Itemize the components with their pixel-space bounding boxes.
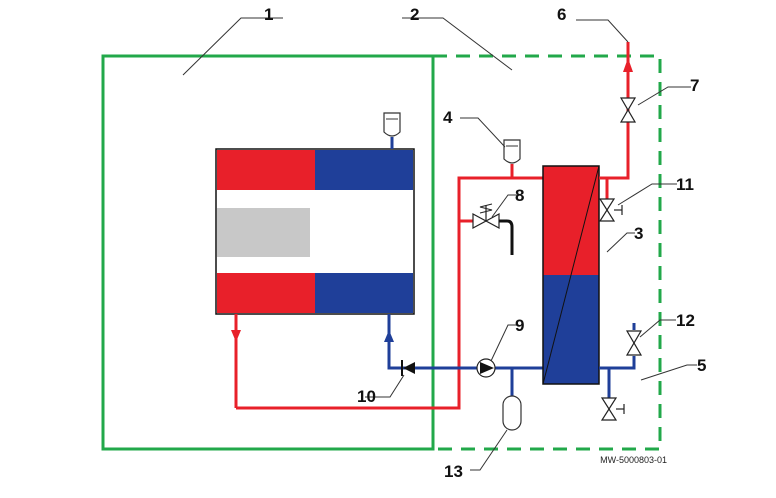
reference-code: MW-5000803-01 [600,455,667,465]
label-13: 13 [444,462,463,481]
secondary-flow-pipe [599,42,633,180]
boiler-enclosure [101,54,435,451]
valve-12 [625,330,643,356]
plate-heat-exchanger [542,165,600,385]
secondary-return-pipe [599,323,636,398]
pump-9 [476,358,496,378]
label-4: 4 [443,108,453,127]
module-enclosure [433,54,662,451]
label-11: 11 [676,175,694,194]
expansion-vessel-4 [503,139,521,164]
label-9: 9 [515,316,524,335]
label-3: 3 [634,224,643,243]
safety-valve-8 [459,203,514,255]
boiler-expansion-vessel [383,112,401,137]
burner-block [217,208,310,257]
label-2: 2 [410,5,419,24]
drain-valve-11 [598,178,623,222]
label-6: 6 [557,5,566,24]
label-8: 8 [515,186,524,205]
label-10: 10 [357,387,376,406]
label-12: 12 [676,311,695,330]
label-7: 7 [690,76,699,95]
leader-lines [182,17,697,471]
label-5: 5 [697,356,706,375]
boiler-flow-pipe [231,176,543,410]
check-valve-10 [401,360,415,376]
drain-valve-5 [600,397,625,421]
boiler-body [215,148,415,315]
valve-7 [619,97,637,123]
label-1: 1 [264,5,273,24]
expansion-vessel-13 [502,368,522,431]
